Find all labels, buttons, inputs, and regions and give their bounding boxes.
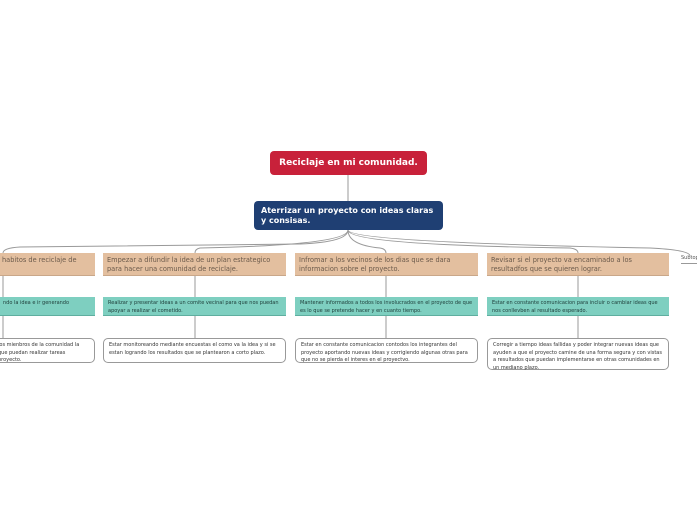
detail-3[interactable]: Mantener informados a todos los involucr… — [295, 297, 478, 316]
subtopic[interactable]: Subtopic — [681, 255, 697, 264]
note-3[interactable]: Estar en constante comunicacion contodos… — [295, 338, 478, 363]
topic-3[interactable]: Infromar a los vecinos de los dias que s… — [295, 253, 478, 276]
detail-1[interactable]: ndo la idea e ir generando — [0, 297, 95, 316]
main-topic-label: Aterrizar un proyecto con ideas claras y… — [261, 206, 434, 225]
root-topic-label: Reciclaje en mi comunidad. — [279, 158, 418, 168]
note-2[interactable]: Estar monitoreando mediante encuestas el… — [103, 338, 286, 363]
topic-2[interactable]: Empezar a difundir la idea de un plan es… — [103, 253, 286, 276]
topic-1[interactable]: habitos de reciclaje de — [0, 253, 95, 276]
topic-4[interactable]: Revisar si el proyecto va encaminado a l… — [487, 253, 669, 276]
note-4[interactable]: Corregir a tiempo ideas fallidas y poder… — [487, 338, 669, 371]
main-topic[interactable]: Aterrizar un proyecto con ideas claras y… — [254, 201, 443, 230]
root-topic[interactable]: Reciclaje en mi comunidad. — [270, 151, 427, 175]
note-1[interactable]: los mienbros de la comunidad la que pued… — [0, 338, 95, 363]
detail-2[interactable]: Realizar y presentar ideas a un comite v… — [103, 297, 286, 316]
detail-4[interactable]: Estar en constante comunicacion para inc… — [487, 297, 669, 316]
